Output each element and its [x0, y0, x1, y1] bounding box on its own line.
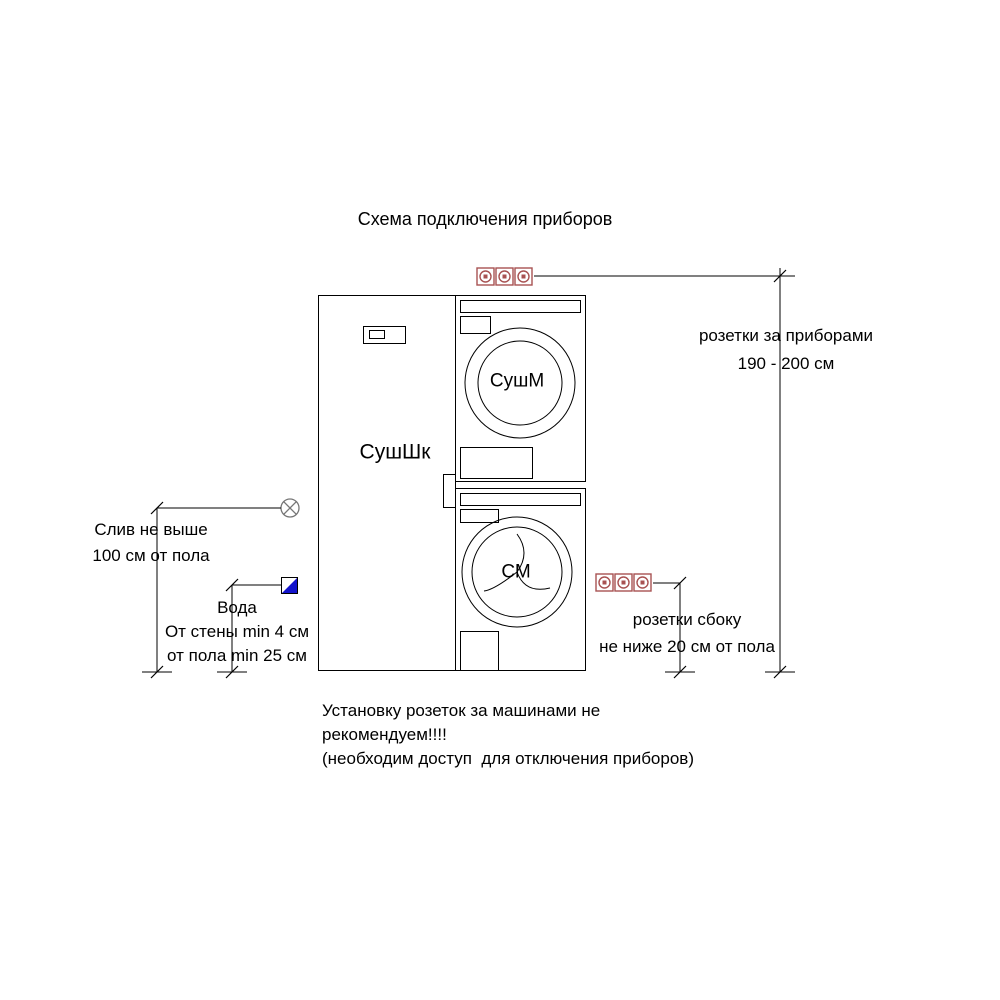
socket-strip-top-icon: [476, 267, 533, 286]
dimension-side-sockets-height: [653, 576, 695, 679]
cabinet-label: СушШк: [359, 440, 431, 464]
washer-outline: [455, 488, 586, 671]
sockets-behind-line1: розетки за приборами: [698, 326, 874, 345]
dimension-drain-height: [142, 501, 281, 679]
sockets-side-line1: розетки сбоку: [632, 610, 742, 629]
washer-label: СМ: [501, 561, 531, 583]
drain-line2: 100 см от пола: [92, 546, 210, 565]
dimension-text-drain: Слив не выше 100 см от пола: [92, 517, 209, 569]
dimension-text-water: Вода От стены min 4 см от пола min 25 см: [165, 596, 309, 668]
dimension-sockets-behind: [534, 268, 795, 679]
drain-line1: Слив не выше: [94, 520, 208, 539]
dimension-text-sockets-behind: розетки за приборами 190 - 200 см: [699, 322, 873, 378]
washer-drum-paddles: [483, 533, 551, 592]
note-line2: рекомендуем!!!!: [322, 725, 447, 744]
dryer-label: СушМ: [489, 370, 545, 392]
drain-icon: [280, 498, 300, 518]
water-wall-line: От стены min 4 см: [164, 622, 310, 641]
dryer-door-icon: [464, 327, 576, 439]
sockets-behind-line2: 190 - 200 см: [737, 354, 835, 373]
dimension-water-height: [217, 578, 281, 679]
socket-strip-side-icon: [595, 573, 652, 592]
water-icon: [281, 577, 298, 594]
note-line3: (необходим доступ для отключения приборо…: [322, 749, 694, 768]
water-label: Вода: [217, 598, 257, 617]
stacking-bracket: [443, 474, 456, 508]
sockets-side-line2: не ниже 20 см от пола: [599, 637, 775, 656]
diagram-title: Схема подключения приборов: [357, 209, 613, 229]
warning-note: Установку розеток за машинами не рекомен…: [322, 699, 694, 771]
note-line1: Установку розеток за машинами не: [322, 701, 601, 720]
water-floor-line: от пола min 25 см: [167, 646, 307, 665]
washer-door-icon: [461, 516, 573, 628]
dimension-text-side-sockets: розетки сбоку не ниже 20 см от пола: [599, 606, 775, 660]
drying-cabinet-outline: [318, 295, 456, 671]
dryer-outline: [455, 295, 586, 482]
